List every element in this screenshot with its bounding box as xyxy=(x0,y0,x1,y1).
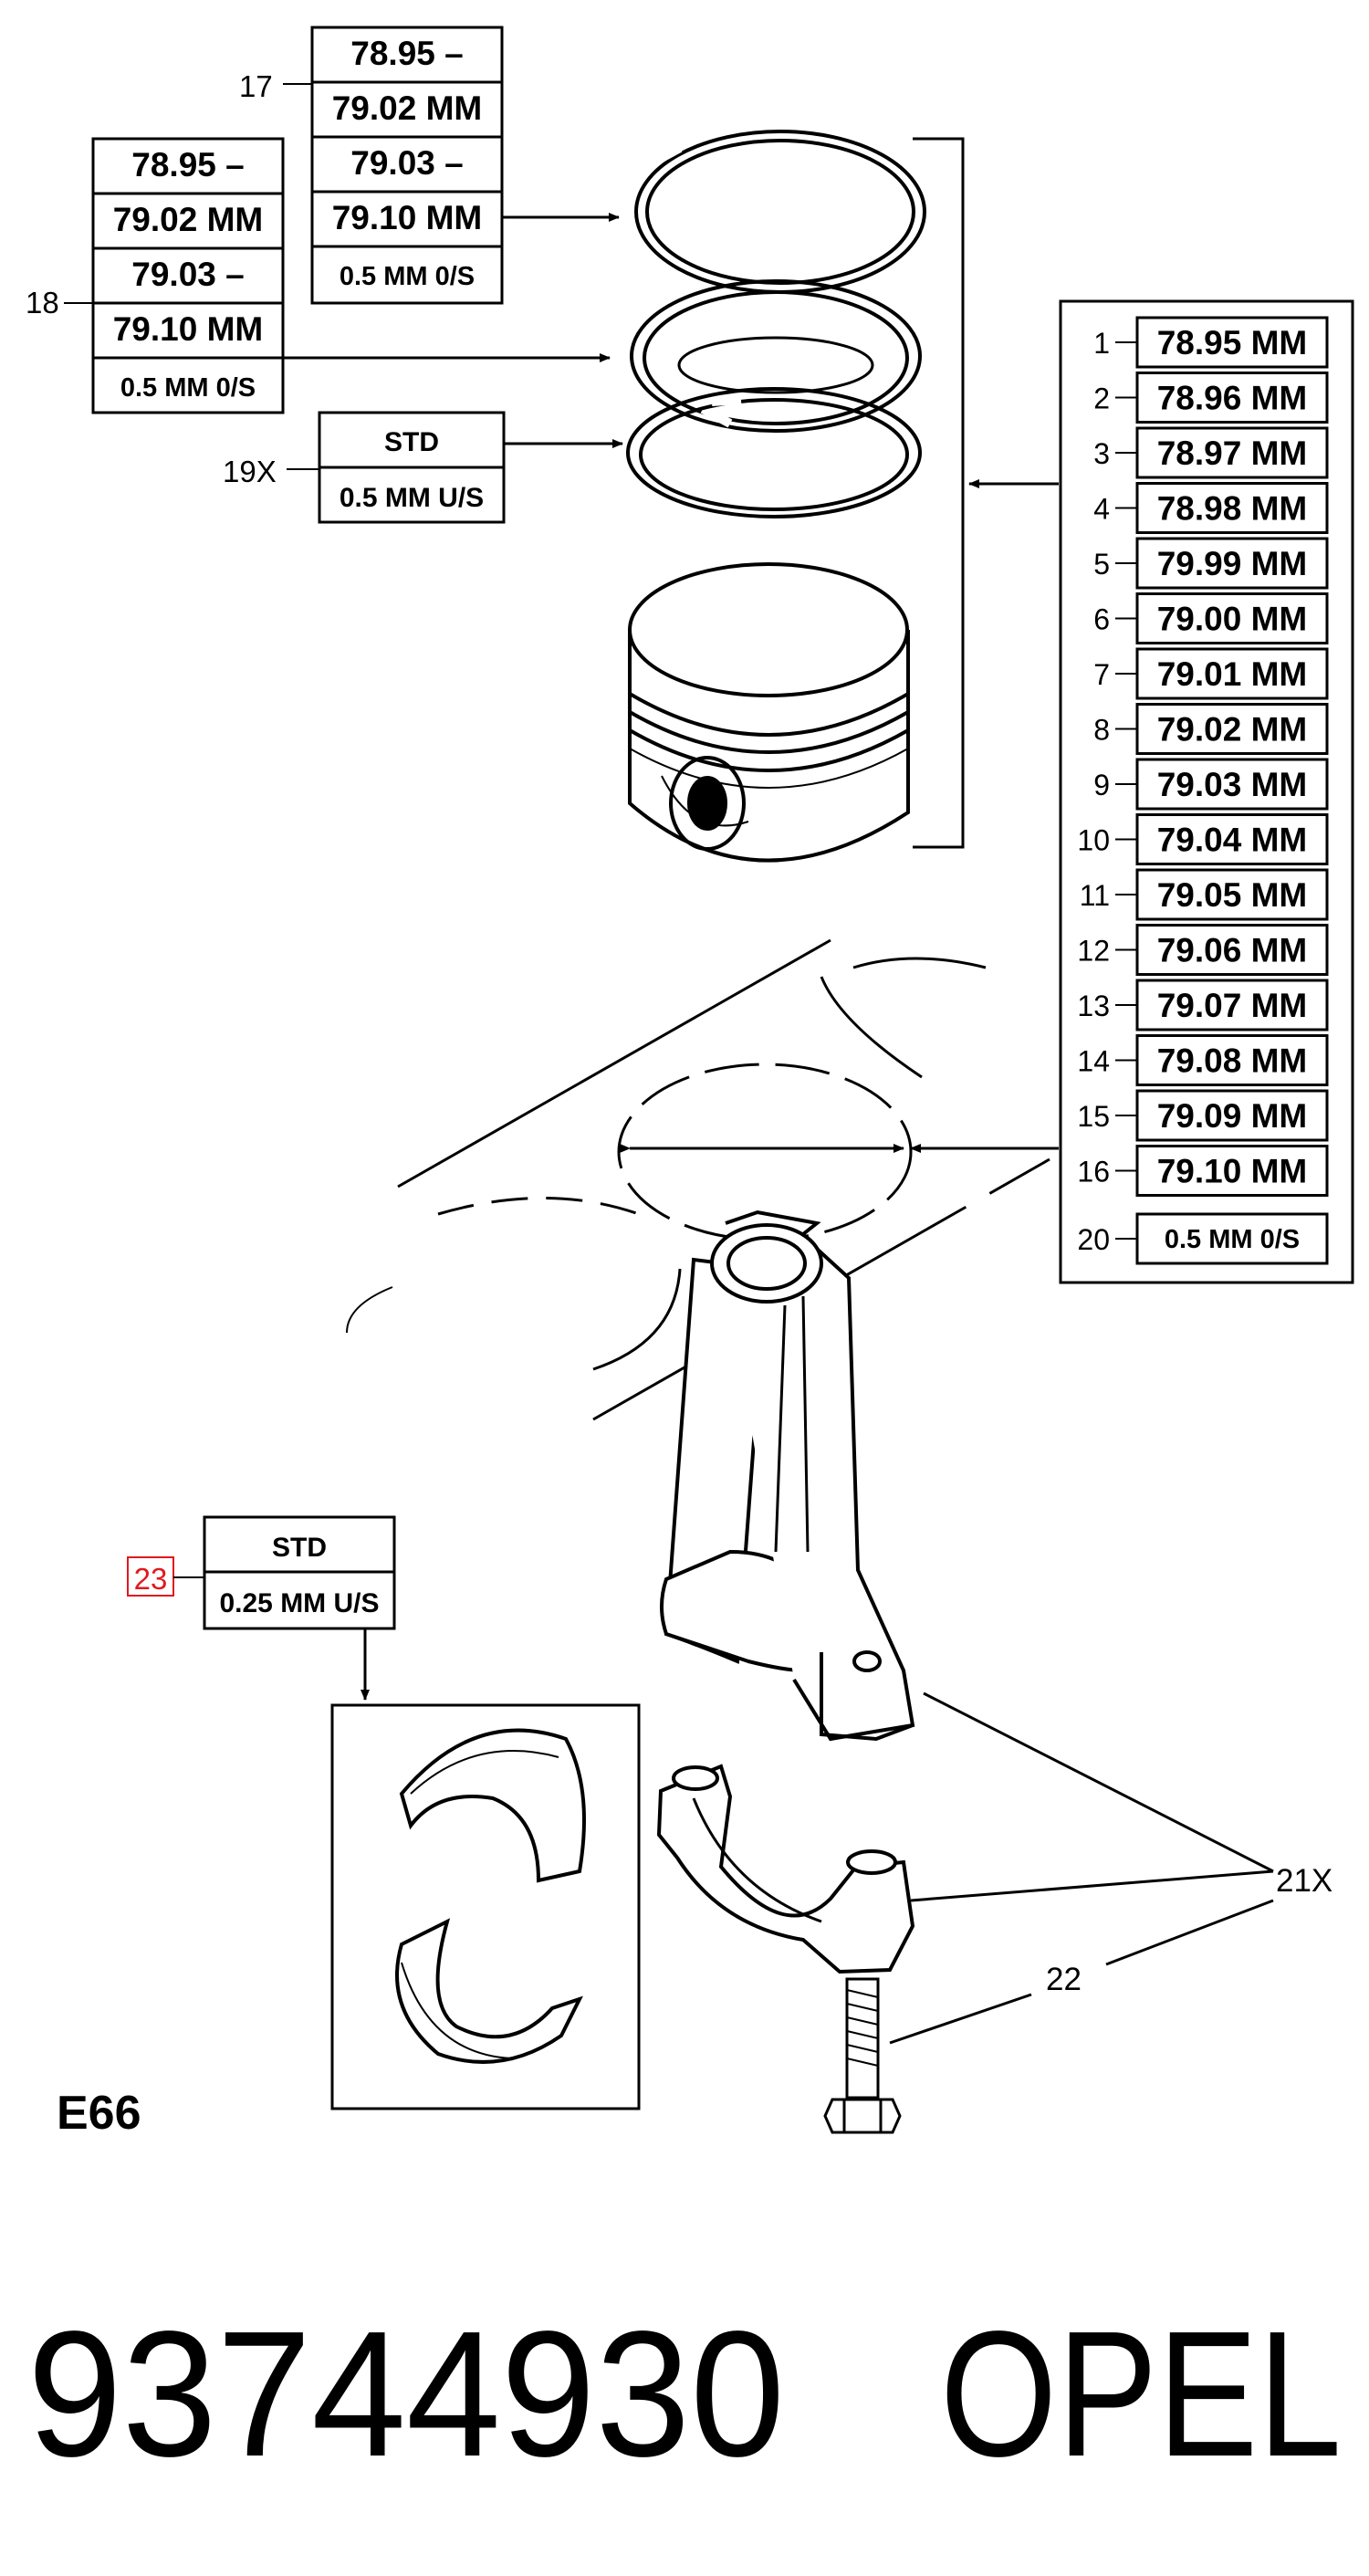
piston-size-value: 79.04 MM xyxy=(1157,822,1308,859)
ring-17-row-1: 78.95 – xyxy=(350,35,463,72)
ring-18-row-3: 79.03 – xyxy=(131,256,244,293)
ring-17-row-4: 79.10 MM xyxy=(332,199,483,236)
ring-19-size-table xyxy=(318,411,506,524)
piston-size-row: 2 78.96 MM xyxy=(1093,372,1329,424)
piston-size-value: 78.98 MM xyxy=(1157,490,1308,528)
bearing-23-row-2: 0.25 MM U/S xyxy=(219,1588,379,1618)
callout-23: 23 xyxy=(134,1562,168,1596)
piston-size-number: 6 xyxy=(1093,603,1110,636)
piston-size-number: 16 xyxy=(1077,1156,1110,1189)
ring-17-row-3: 79.03 – xyxy=(350,144,463,182)
piston-size-row: 15 79.09 MM xyxy=(1077,1089,1329,1142)
figure-code: E66 xyxy=(57,2087,141,2140)
ring-18-row-4: 79.10 MM xyxy=(113,310,264,348)
piston-size-row: 7 79.01 MM xyxy=(1093,647,1329,700)
ring-18-size-table xyxy=(91,137,285,414)
piston-size-value: 79.03 MM xyxy=(1157,766,1308,803)
connecting-rod-cap xyxy=(656,1764,915,1974)
piston-size-number: 8 xyxy=(1093,714,1110,747)
piston-size-number: 1 xyxy=(1093,327,1110,360)
piston-size-list: 1 78.95 MM 2 78.96 MM 3 78.97 MM 4 78.98 MM 5 79.… xyxy=(1077,316,1329,1265)
rod-cap-bolt xyxy=(823,1977,902,2134)
piston-size-row: 12 79.06 MM xyxy=(1077,924,1329,976)
callout-21x-22-leaders xyxy=(889,1691,1274,2045)
piston-size-row: 13 79.07 MM xyxy=(1077,979,1329,1031)
ring-19-row-1: STD xyxy=(384,427,439,457)
ring-17-row-2: 79.02 MM xyxy=(332,89,483,127)
piston-size-value: 79.00 MM xyxy=(1157,601,1308,638)
bearing-23-size-table xyxy=(203,1515,396,1630)
piston-size-value: 79.02 MM xyxy=(1157,711,1308,749)
piston-size-value: 79.06 MM xyxy=(1157,932,1308,969)
piston-size-row-20: 20 0.5 MM 0/S xyxy=(1077,1212,1329,1265)
piston-size-number: 2 xyxy=(1093,382,1110,415)
part-number: 93744930 xyxy=(27,2294,785,2494)
piston-size-value: 79.07 MM xyxy=(1157,987,1308,1024)
piston-size-value: 79.01 MM xyxy=(1157,655,1308,693)
piston-size-number: 5 xyxy=(1093,548,1110,581)
brand-name: OPEL xyxy=(940,2294,1342,2494)
callout-20: 20 xyxy=(1077,1223,1110,1256)
callout-19x: 19X xyxy=(223,455,277,488)
connecting-rod xyxy=(660,1209,915,1742)
piston-size-value: 79.09 MM xyxy=(1157,1097,1308,1135)
ring-17-row-5: 0.5 MM 0/S xyxy=(340,262,475,291)
ring-18-row-5: 0.5 MM 0/S xyxy=(120,373,256,403)
piston-size-row: 6 79.00 MM xyxy=(1093,592,1329,644)
piston-size-row: 11 79.05 MM xyxy=(1080,868,1329,921)
oil-control-ring xyxy=(626,387,922,518)
bearing-shells-box xyxy=(330,1703,641,2110)
piston-size-number: 12 xyxy=(1077,935,1110,968)
piston-size-value: 78.95 MM xyxy=(1157,324,1308,361)
piston-size-panel xyxy=(1059,299,1354,1284)
piston-size-oversize-value: 0.5 MM 0/S xyxy=(1165,1225,1300,1254)
piston-size-number: 4 xyxy=(1093,493,1110,526)
ring-18-row-1: 78.95 – xyxy=(131,146,244,183)
piston-size-row: 8 79.02 MM xyxy=(1093,703,1329,755)
piston-size-value: 78.97 MM xyxy=(1157,435,1308,472)
piston-size-number: 9 xyxy=(1093,769,1110,801)
callout-21x: 21X xyxy=(1276,1863,1332,1899)
bearing-shell-lower xyxy=(395,1918,583,2064)
callout-22: 22 xyxy=(1046,1962,1082,1997)
compression-ring-top xyxy=(634,130,926,294)
piston-size-row: 14 79.08 MM xyxy=(1077,1034,1329,1086)
piston-size-number: 13 xyxy=(1077,990,1110,1022)
piston-size-value: 79.99 MM xyxy=(1157,545,1308,582)
piston-size-row: 3 78.97 MM xyxy=(1093,426,1329,479)
piston-size-row: 1 78.95 MM xyxy=(1093,316,1329,369)
piston-size-number: 7 xyxy=(1093,658,1110,691)
piston-size-value: 79.05 MM xyxy=(1157,876,1308,914)
piston-size-number: 14 xyxy=(1077,1045,1110,1078)
ring-19-row-2: 0.5 MM U/S xyxy=(340,483,484,513)
ring-18-row-2: 79.02 MM xyxy=(113,201,264,238)
piston-size-row: 4 78.98 MM xyxy=(1093,482,1329,534)
piston-size-row: 16 79.10 MM xyxy=(1077,1145,1329,1197)
piston xyxy=(628,562,910,863)
piston-size-row: 5 79.99 MM xyxy=(1093,537,1329,590)
piston-size-value: 79.10 MM xyxy=(1157,1153,1308,1190)
callout-18: 18 xyxy=(26,286,59,319)
callout-17: 17 xyxy=(239,69,273,103)
compression-ring-middle xyxy=(630,279,922,433)
piston-size-number: 10 xyxy=(1077,824,1110,857)
piston-size-row: 10 79.04 MM xyxy=(1077,813,1329,865)
piston-size-value: 79.08 MM xyxy=(1157,1042,1308,1080)
bearing-shell-upper xyxy=(399,1728,586,1883)
piston-size-row: 9 79.03 MM xyxy=(1093,758,1329,811)
piston-size-number: 11 xyxy=(1080,879,1110,912)
piston-size-number: 15 xyxy=(1077,1100,1110,1133)
piston-size-value: 78.96 MM xyxy=(1157,380,1308,417)
piston-group-bracket xyxy=(913,137,965,849)
piston-size-number: 3 xyxy=(1093,437,1110,470)
bearing-23-row-1: STD xyxy=(272,1533,327,1563)
ring-17-size-table xyxy=(310,26,504,305)
